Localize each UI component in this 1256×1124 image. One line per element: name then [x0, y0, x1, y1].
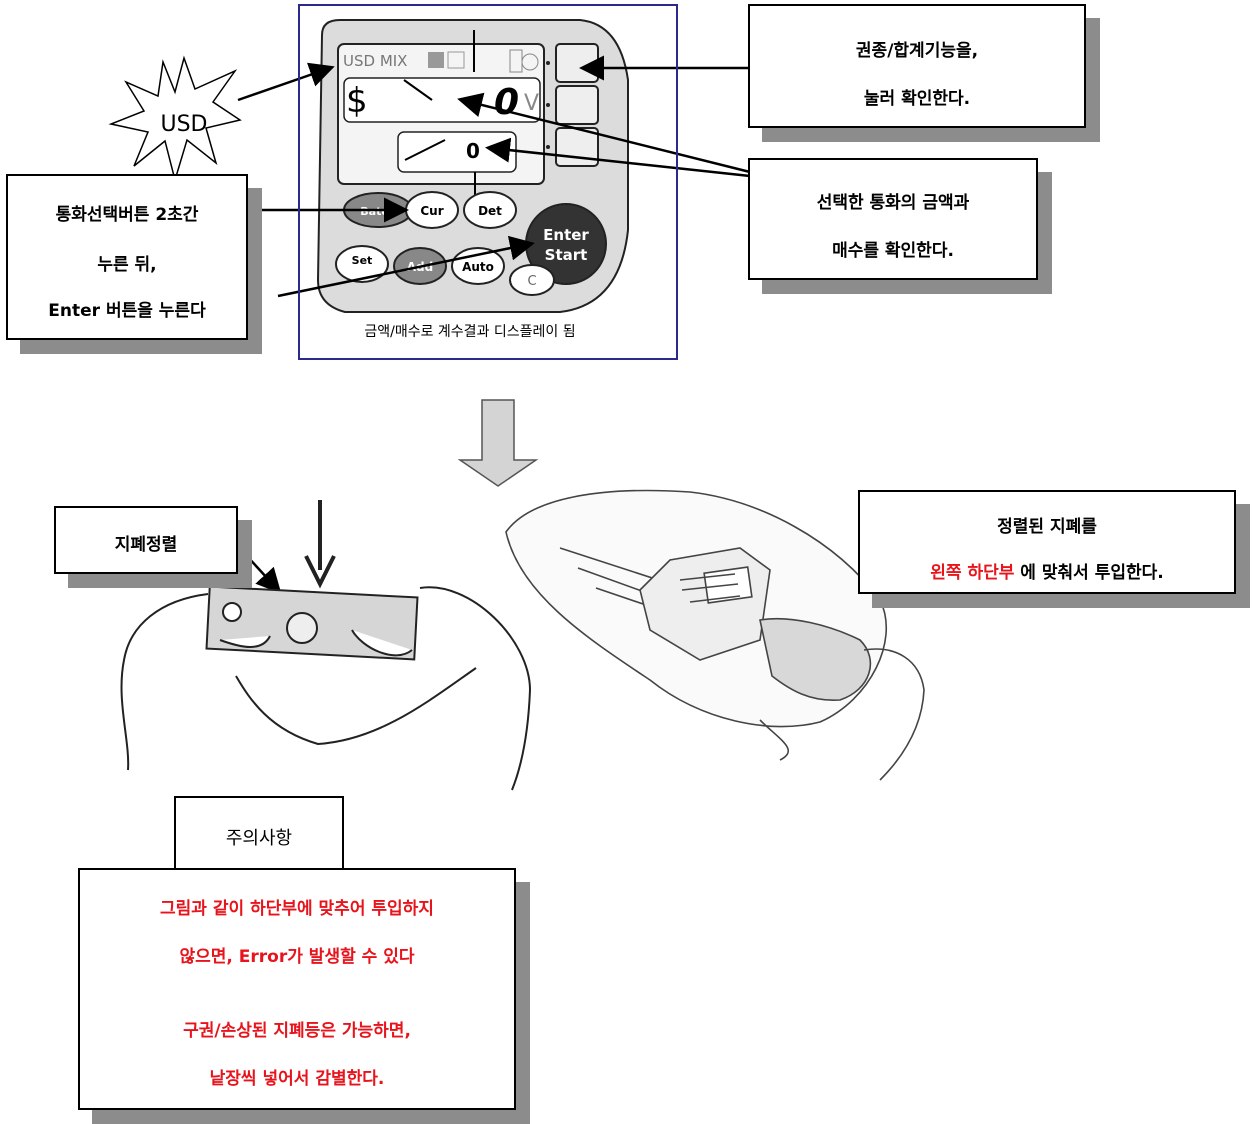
det-button[interactable]: Det — [463, 191, 517, 229]
callout-currency-select-line2: 누른 뒤, — [97, 255, 157, 275]
notice-body: 그림과 같이 하단부에 맞추어 투입하지 않으면, Error가 발생할 수 있… — [78, 868, 516, 1110]
hands-aligning-notes-illustration — [120, 500, 532, 791]
callout-insert-highlight: 왼쪽 하단부 — [930, 563, 1015, 583]
notice-item1-line1: 그림과 같이 하단부에 맞추어 투입하지 — [160, 899, 434, 919]
callout-insert-line2-rest: 에 맞춰서 투입한다. — [1014, 563, 1164, 583]
enter-label: Enter — [543, 226, 589, 244]
callout-denomination-line1: 권종/합계기능을, — [855, 41, 979, 61]
notice-item2-line1: 구권/손상된 지폐등은 가능하면, — [183, 1021, 411, 1041]
callout-denomination: 권종/합계기능을, 눌러 확인한다. — [748, 4, 1086, 128]
set-button[interactable]: Set — [335, 245, 389, 283]
notice-item2-line2: 낱장씩 넣어서 감별한다. — [209, 1069, 385, 1089]
notice-title-box: 주의사항 — [174, 796, 344, 872]
usd-starburst: USD — [108, 55, 242, 183]
connector-arrows — [235, 55, 873, 629]
callout-currency-select-line1: 통화선택버튼 2초간 — [55, 205, 199, 225]
control-panel-frame — [298, 4, 678, 360]
det-button-label: Det — [478, 204, 502, 218]
enter-start-button[interactable]: Enter Start — [525, 203, 607, 285]
amount-display: 0 — [494, 82, 519, 123]
callout-currency-select-line3: Enter 버튼을 누른다 — [48, 301, 206, 321]
usd-starburst-label: USD — [160, 112, 207, 137]
c-button-label: C — [527, 274, 536, 289]
lcd-mode-indicator: USD MIX — [343, 52, 407, 70]
callout-amount-line2: 매수를 확인한다. — [832, 241, 954, 261]
start-label: Start — [545, 246, 588, 264]
callout-align-label: 지폐정렬 — [114, 535, 178, 555]
down-arrow-icon — [457, 399, 539, 487]
notice-item1-line2: 않으면, Error가 발생할 수 있다 — [179, 947, 415, 967]
currency-symbol: $ — [346, 81, 368, 121]
callout-amount-line1: 선택한 통화의 금액과 — [816, 193, 970, 213]
set-button-label: Set — [352, 254, 373, 267]
cur-button-label: Cur — [420, 204, 443, 218]
svg-text:V: V — [524, 91, 539, 116]
auto-button-label: Auto — [462, 260, 494, 274]
callout-align-notes: 지폐정렬 — [54, 506, 238, 574]
c-button[interactable]: C — [509, 264, 555, 296]
callout-denomination-line2: 눌러 확인한다. — [863, 89, 971, 109]
counting-machine-illustration — [505, 489, 925, 781]
notice-title: 주의사항 — [225, 828, 293, 849]
count-display: 0 — [466, 139, 480, 163]
callout-currency-select: 통화선택버튼 2초간 누른 뒤, Enter 버튼을 누른다 — [6, 174, 248, 340]
callout-insert-line2: 왼쪽 하단부 에 맞춰서 투입한다. — [860, 558, 1234, 583]
panel-caption: 금액/매수로 계수결과 디스플레이 됨 — [364, 324, 575, 340]
callout-insert-line1: 정렬된 지폐를 — [997, 517, 1097, 537]
side-key-2[interactable] — [555, 85, 599, 125]
callout-amount: 선택한 통화의 금액과 매수를 확인한다. — [748, 158, 1038, 280]
callout-insert: 정렬된 지폐를 왼쪽 하단부 에 맞춰서 투입한다. — [858, 490, 1236, 594]
